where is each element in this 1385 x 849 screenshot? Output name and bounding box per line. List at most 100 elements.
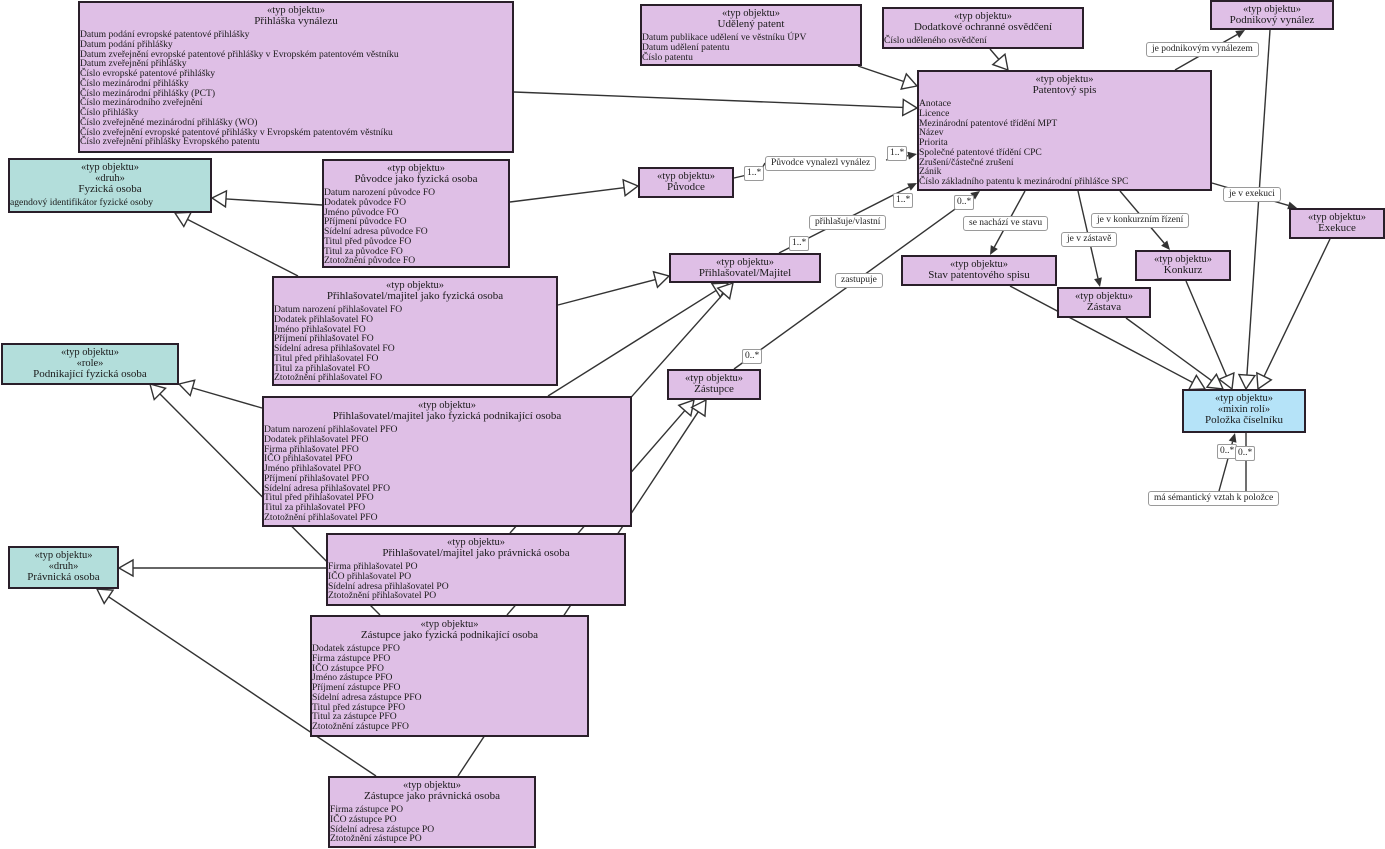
attribute[interactable]: Název <box>919 127 944 139</box>
attribute[interactable]: Firma přihlašovatel PO <box>328 561 418 572</box>
attribute[interactable]: Sídelní adresa původce FO <box>324 226 428 237</box>
relation-label-prihlasuje[interactable]: přihlašuje/vlastní <box>809 215 887 230</box>
attribute[interactable]: Datum podání přihlášky <box>80 38 173 50</box>
attribute[interactable]: Příjmení původce FO <box>324 216 407 228</box>
attribute[interactable]: Ztotožnění přihlašovatel FO <box>274 372 383 384</box>
attribute[interactable]: Zánik <box>919 166 942 178</box>
relation-label-semanticky[interactable]: má sémantický vztah k položce <box>1148 491 1280 506</box>
attribute[interactable]: Číslo zveřejnění přihlášky Evropského pa… <box>80 136 260 148</box>
attribute[interactable]: Firma přihlašovatel PFO <box>264 443 359 455</box>
attribute[interactable]: Titul před zástupce PFO <box>312 701 406 713</box>
relation-label-v-zastave[interactable]: je v zástavě <box>1061 232 1118 247</box>
attribute[interactable]: Jméno přihlašovatel FO <box>274 323 366 335</box>
attribute[interactable]: Číslo přihlášky <box>80 107 139 118</box>
class-prihlasovatel-po[interactable]: «typ objektu»Přihlašovatel/majitel jako … <box>326 533 626 606</box>
attribute[interactable]: Ztotožnění zástupce PO <box>330 833 422 845</box>
attribute[interactable]: Číslo uděleného osvědčení <box>884 35 987 46</box>
class-exekuce[interactable]: «typ objektu»Exekuce <box>1289 208 1385 239</box>
attribute[interactable]: Datum zveřejnění evropské patentové přih… <box>80 48 399 60</box>
attribute[interactable]: Dodatek původce FO <box>324 196 407 208</box>
edge-prihlpfo-podnikajici-line[interactable] <box>192 387 263 409</box>
relation-label-puvodce-vynalezl[interactable]: Původce vynalezl vynález <box>765 156 877 171</box>
attribute[interactable]: Číslo patentu <box>642 51 693 63</box>
class-puvodce[interactable]: «typ objektu»Původce <box>638 167 734 198</box>
attribute[interactable]: Datum publikace udělení ve věstníku ÚPV <box>642 32 807 43</box>
relation-label-v-konkurzu[interactable]: je v konkurzním řízení <box>1091 213 1190 228</box>
edge-puvodcefo-fyzicka-line[interactable] <box>225 198 323 206</box>
class-zastupce-pfo[interactable]: «typ objektu»Zástupce jako fyzická podni… <box>310 615 589 737</box>
attribute[interactable]: Sídelní adresa zástupce PO <box>330 823 435 835</box>
attribute[interactable]: Ztotožnění přihlašovatel PO <box>328 590 437 602</box>
attribute[interactable]: IČO přihlašovatel PO <box>328 570 412 582</box>
edge-konkurz-polozka-line[interactable] <box>1185 280 1228 377</box>
attribute[interactable]: Ztotožnění původce FO <box>324 255 416 267</box>
attribute[interactable]: Datum podání evropské patentové přihlášk… <box>80 29 250 40</box>
attribute[interactable]: Sídelní adresa přihlašovatel PFO <box>264 482 391 494</box>
attribute[interactable]: Anotace <box>919 98 951 109</box>
edge-podnikovy-polozka-line[interactable] <box>1246 29 1271 376</box>
attribute[interactable]: Titul za zástupce PFO <box>312 711 397 723</box>
attribute[interactable]: Příjmení přihlašovatel FO <box>274 333 374 345</box>
attribute[interactable]: Číslo zveřejnění evropské patentové přih… <box>80 126 393 138</box>
attribute[interactable]: Sídelní adresa přihlašovatel FO <box>274 343 395 354</box>
attribute[interactable]: IČO zástupce PO <box>330 813 397 825</box>
class-stav-patentoveho-spisu[interactable]: «typ objektu»Stav patentového spisu <box>901 255 1057 286</box>
attribute[interactable]: Datum udělení patentu <box>642 41 730 53</box>
attribute[interactable]: Číslo evropské patentové přihlášky <box>80 68 216 79</box>
attribute[interactable]: Titul před přihlašovatel PFO <box>264 492 374 504</box>
attribute[interactable]: Ztotožnění zástupce PFO <box>312 721 409 732</box>
attribute[interactable]: Titul za původce FO <box>324 245 403 257</box>
relation-label-v-exekuci[interactable]: je v exekuci <box>1223 187 1281 202</box>
edge-prihlpfo-prihlasovatel-line[interactable] <box>547 289 717 397</box>
attribute[interactable]: Datum narození přihlašovatel FO <box>274 304 403 315</box>
edge-prihlfo-fyzicka-line[interactable] <box>187 218 299 277</box>
attribute[interactable]: Společné patentové třídění CPC <box>919 146 1042 158</box>
attribute[interactable]: Datum zveřejnění přihlášky <box>80 58 187 70</box>
attribute[interactable]: Číslo mezinárodní přihlášky (PCT) <box>80 87 216 99</box>
edge-dodatkove-patentovy-line[interactable] <box>989 48 1000 60</box>
class-zastupce[interactable]: «typ objektu»Zástupce <box>667 369 761 400</box>
class-podnikajici-fyzicka-osoba[interactable]: «typ objektu»«role»Podnikající fyzická o… <box>1 343 179 385</box>
attribute[interactable]: Dodatek zástupce PFO <box>312 643 400 654</box>
attribute[interactable]: Zrušení/částečné zrušení <box>919 156 1014 168</box>
edge-zastpo-pravnicka-line[interactable] <box>108 596 377 777</box>
class-prihlasovatel-pfo[interactable]: «typ objektu»Přihlašovatel/majitel jako … <box>262 396 632 527</box>
attribute[interactable]: Příjmení přihlašovatel PFO <box>264 472 369 484</box>
relation-label-zastupuje[interactable]: zastupuje <box>835 273 883 288</box>
attribute[interactable]: Datum narození původce FO <box>324 187 436 198</box>
edge-exekuce-polozka-line[interactable] <box>1263 238 1331 377</box>
edge-zastava-polozka-line[interactable] <box>1125 317 1213 382</box>
attribute[interactable]: Licence <box>919 107 950 119</box>
relation-label-je-podnikovym[interactable]: je podnikovým vynálezem <box>1146 42 1259 57</box>
class-konkurz[interactable]: «typ objektu»Konkurz <box>1135 250 1231 281</box>
relation-label-nachazi-stav[interactable]: se nachází ve stavu <box>963 216 1049 231</box>
edge-prihlaska-patentovy-line[interactable] <box>513 91 904 109</box>
attribute[interactable]: Jméno zástupce PFO <box>312 672 393 684</box>
class-podnikovy-vynalez[interactable]: «typ objektu»Podnikový vynález <box>1210 0 1334 30</box>
attribute[interactable]: Dodatek přihlašovatel FO <box>274 313 374 325</box>
attribute[interactable]: Titul za přihlašovatel PFO <box>264 502 366 513</box>
attribute[interactable]: Titul před původce FO <box>324 235 412 247</box>
attribute[interactable]: Sídelní adresa přihlašovatel PO <box>328 580 449 592</box>
edge-puvodcefo-puvodce-line[interactable] <box>509 187 625 203</box>
attribute[interactable]: Mezinárodní patentové třídění MPT <box>919 117 1058 129</box>
class-dodatkove-osvedceni[interactable]: «typ objektu»Dodatkové ochranné osvědčen… <box>882 7 1084 49</box>
attribute[interactable]: Příjmení zástupce PFO <box>312 682 401 693</box>
attribute[interactable]: Datum narození přihlašovatel PFO <box>264 424 398 435</box>
attribute[interactable]: Titul za přihlašovatel FO <box>274 362 370 374</box>
edge-udeleny-patentovy-line[interactable] <box>857 65 904 83</box>
edge-stav-polozka-line[interactable] <box>1009 285 1193 384</box>
class-polozka-ciselniku[interactable]: «typ objektu»«mixin rolí»Položka číselní… <box>1182 389 1306 433</box>
attribute[interactable]: Jméno přihlašovatel PFO <box>264 463 361 474</box>
attribute[interactable]: Číslo mezinárodního zveřejnění <box>80 97 203 109</box>
edge-prihlfo-prihlasovatel-line[interactable] <box>557 278 656 306</box>
attribute[interactable]: Jméno původce FO <box>324 206 399 218</box>
attribute[interactable]: Firma zástupce PO <box>330 804 404 815</box>
attribute[interactable]: agendový identifikátor fyzické osoby <box>10 197 154 208</box>
attribute[interactable]: Priorita <box>919 137 948 148</box>
